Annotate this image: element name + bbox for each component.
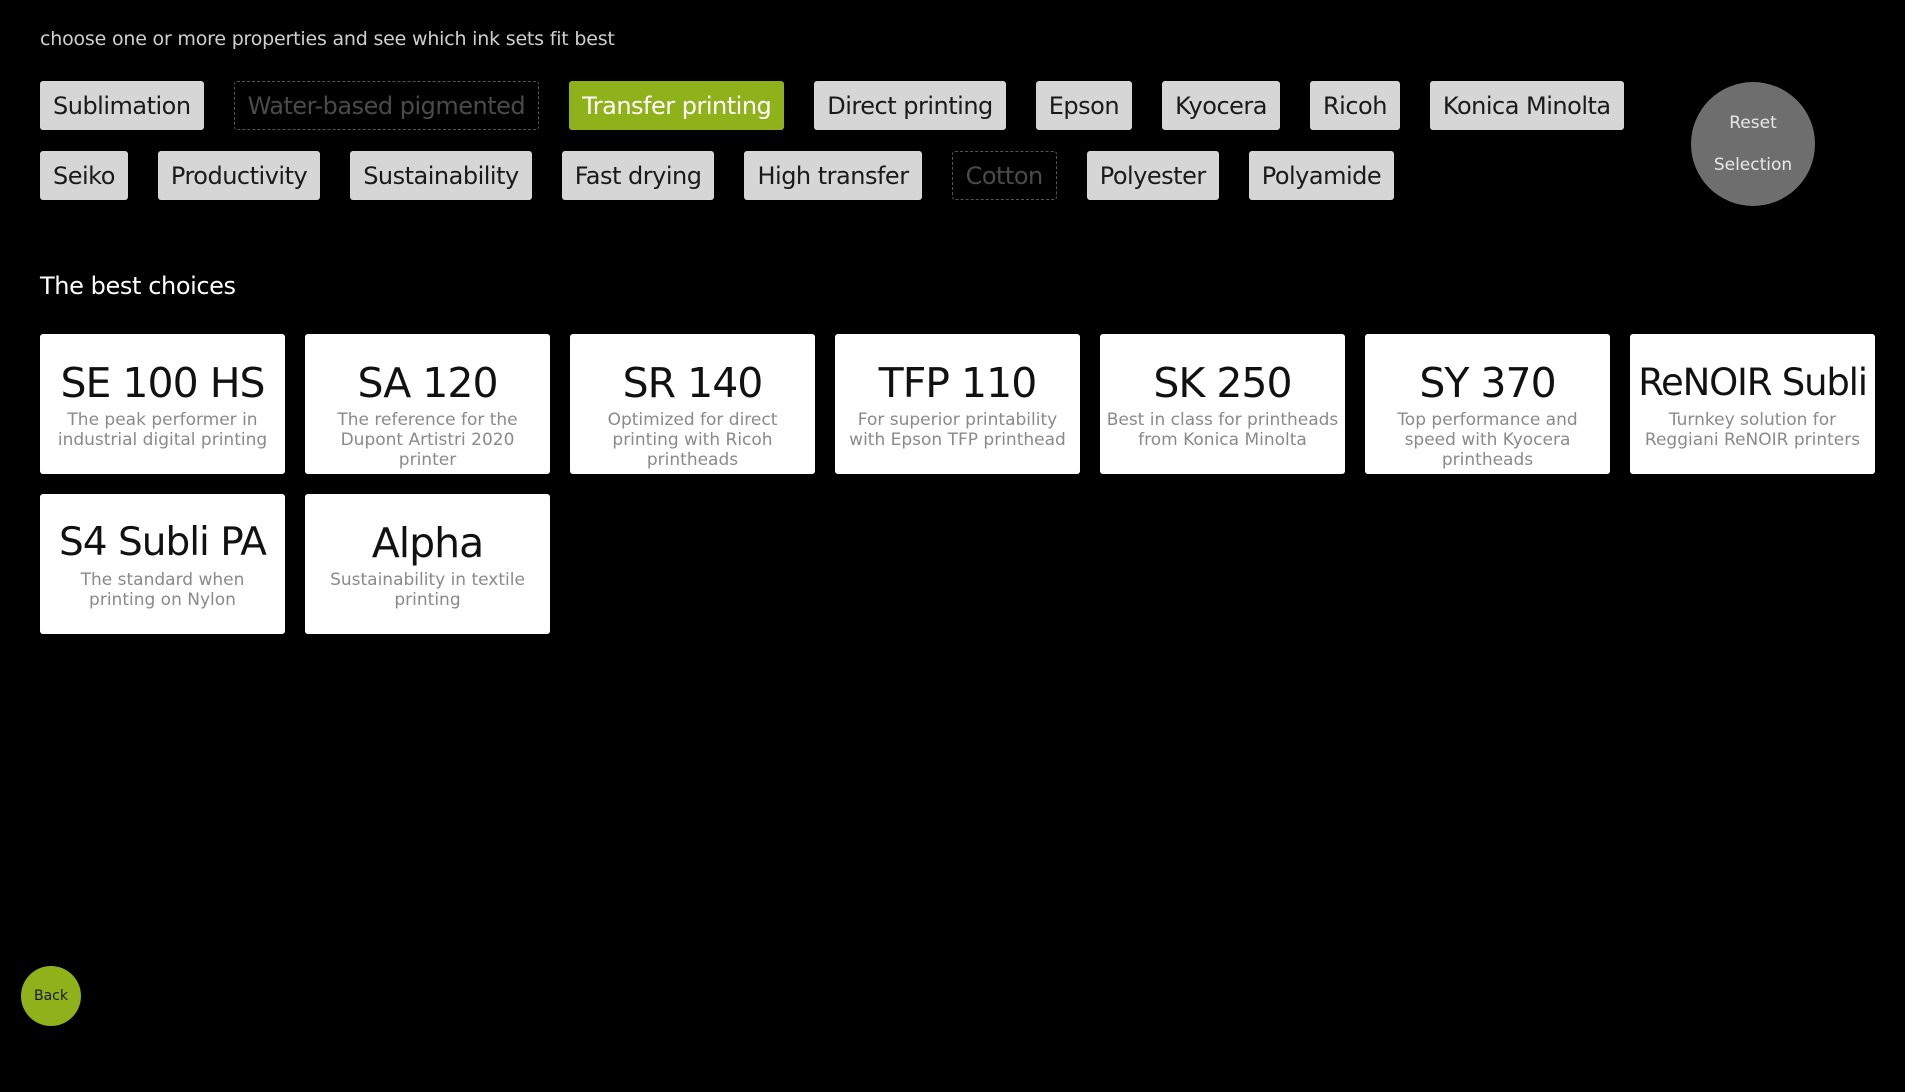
product-name: Alpha [371, 519, 485, 567]
product-description: Optimized for direct printing with Ricoh… [607, 410, 778, 470]
product-description: Top performance and speed with Kyocera p… [1397, 410, 1578, 470]
back-label: Back [34, 988, 68, 1004]
product-name: SR 140 [622, 359, 764, 407]
filter-chip-label: High transfer [757, 161, 909, 190]
filter-chip-sustainability[interactable]: Sustainability [350, 151, 532, 200]
filter-chip-label: Polyamide [1261, 161, 1382, 190]
filter-chip-label: Polyester [1099, 161, 1206, 190]
filter-chip-label: Productivity [170, 161, 308, 190]
filter-chip-ricoh[interactable]: Ricoh [1309, 81, 1400, 130]
filter-chip-transfer-printing[interactable]: Transfer printing [569, 81, 785, 130]
product-description: For superior printability with Epson TFP… [849, 410, 1066, 450]
instruction-text: choose one or more properties and see wh… [40, 28, 615, 50]
product-description: The standard when printing on Nylon [80, 570, 245, 610]
filter-chip-direct-printing[interactable]: Direct printing [814, 81, 1006, 130]
filter-chip-label: Sustainability [363, 161, 519, 190]
product-card-sk-250[interactable]: SK 250 Best in class for printheads from… [1100, 334, 1345, 474]
product-description: The peak performer in industrial digital… [57, 410, 268, 450]
filter-chip-sublimation[interactable]: Sublimation [40, 81, 204, 130]
filter-chip-polyester[interactable]: Polyester [1086, 151, 1219, 200]
product-name: SA 120 [357, 359, 498, 407]
product-name: SK 250 [1153, 359, 1292, 407]
product-card-alpha[interactable]: Alpha Sustainability in textile printing [305, 494, 550, 634]
filter-chip-label: Transfer printing [582, 91, 772, 120]
filter-row-1: Sublimation Water-based pigmented Transf… [40, 81, 1640, 130]
filter-chip-label: Epson [1048, 91, 1120, 120]
filter-chip-label: Konica Minolta [1442, 91, 1611, 120]
product-description: Sustainability in textile printing [330, 570, 525, 610]
filter-chip-label: Ricoh [1322, 91, 1387, 120]
filter-chip-cotton: Cotton [951, 151, 1057, 200]
back-button[interactable]: Back [21, 966, 81, 1026]
filter-chip-high-transfer[interactable]: High transfer [744, 151, 922, 200]
product-name: ReNOIR Subli [1638, 361, 1868, 404]
results-grid: SE 100 HS The peak performer in industri… [40, 334, 1900, 654]
filter-chip-label: Fast drying [574, 161, 702, 190]
filter-chip-fast-drying[interactable]: Fast drying [561, 151, 715, 200]
product-name: S4 Subli PA [59, 520, 267, 565]
filter-chip-seiko[interactable]: Seiko [40, 151, 128, 200]
filter-panel: Sublimation Water-based pigmented Transf… [40, 81, 1640, 221]
product-card-renoir-subli[interactable]: ReNOIR Subli Turnkey solution for Reggia… [1630, 334, 1875, 474]
product-card-sa-120[interactable]: SA 120 The reference for the Dupont Arti… [305, 334, 550, 474]
reset-selection-button[interactable]: Reset Selection [1691, 82, 1815, 206]
filter-chip-label: Seiko [53, 161, 115, 190]
reset-label-line2: Selection [1713, 154, 1793, 175]
product-name: TFP 110 [878, 359, 1038, 407]
filter-chip-polyamide[interactable]: Polyamide [1248, 151, 1395, 200]
product-card-se-100-hs[interactable]: SE 100 HS The peak performer in industri… [40, 334, 285, 474]
filter-chip-label: Kyocera [1175, 91, 1267, 120]
product-name: SY 370 [1419, 359, 1556, 407]
product-name: SE 100 HS [60, 359, 265, 407]
product-card-sy-370[interactable]: SY 370 Top performance and speed with Ky… [1365, 334, 1610, 474]
product-card-tfp-110[interactable]: TFP 110 For superior printability with E… [835, 334, 1080, 474]
product-description: The reference for the Dupont Artistri 20… [337, 410, 518, 470]
filter-chip-label: Cotton [965, 161, 1044, 190]
filter-row-2: Seiko Productivity Sustainability Fast d… [40, 151, 1640, 200]
filter-chip-kyocera[interactable]: Kyocera [1162, 81, 1280, 130]
product-card-sr-140[interactable]: SR 140 Optimized for direct printing wit… [570, 334, 815, 474]
product-description: Turnkey solution for Reggiani ReNOIR pri… [1644, 410, 1861, 450]
reset-label-line1: Reset [1729, 112, 1777, 133]
filter-chip-label: Water-based pigmented [247, 91, 526, 120]
filter-chip-label: Direct printing [827, 91, 993, 120]
results-title: The best choices [40, 272, 236, 300]
filter-chip-productivity[interactable]: Productivity [157, 151, 321, 200]
filter-chip-konica-minolta[interactable]: Konica Minolta [1429, 81, 1624, 130]
filter-chip-label: Sublimation [53, 91, 191, 120]
filter-chip-water-based-pigmented: Water-based pigmented [233, 81, 540, 130]
filter-chip-epson[interactable]: Epson [1035, 81, 1133, 130]
product-description: Best in class for printheads from Konica… [1106, 410, 1339, 450]
product-card-s4-subli-pa[interactable]: S4 Subli PA The standard when printing o… [40, 494, 285, 634]
